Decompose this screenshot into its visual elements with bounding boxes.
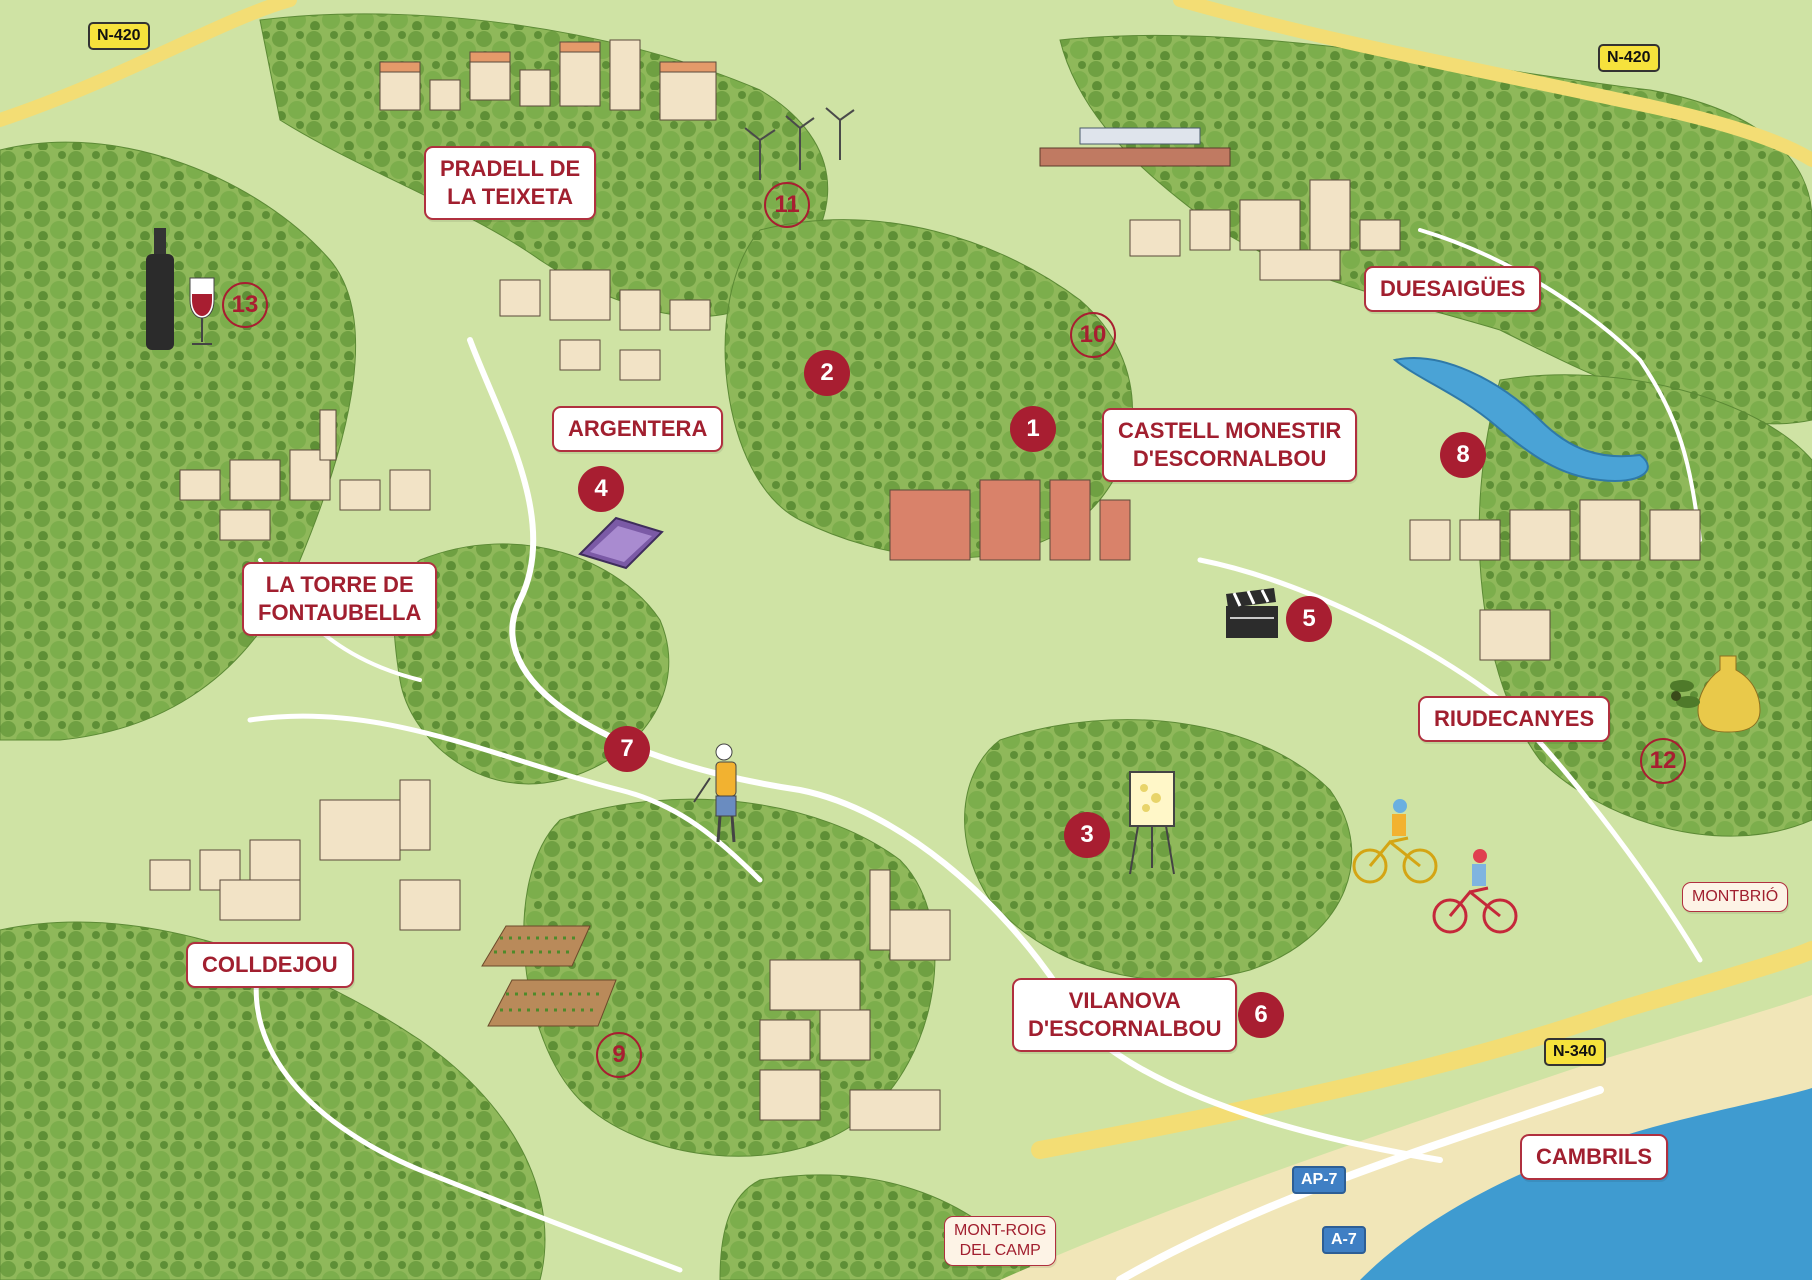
- poi-marker-8[interactable]: 8: [1440, 432, 1486, 478]
- town-label-montbrio[interactable]: MONTBRIÓ: [1682, 882, 1789, 912]
- town-label-montroig[interactable]: MONT-ROIG DEL CAMP: [944, 1216, 1057, 1266]
- poi-marker-3[interactable]: 3: [1064, 812, 1110, 858]
- poi-marker-11[interactable]: 11: [764, 182, 810, 228]
- reservoir: [1392, 357, 1649, 482]
- hiker-icon: [693, 743, 737, 843]
- poi-marker-12[interactable]: 12: [1640, 738, 1686, 784]
- town-label-vilanova-line2: D'ESCORNALBOU: [1028, 1016, 1222, 1041]
- town-label-pradell[interactable]: PRADELL DE LA TEIXETA: [424, 146, 597, 220]
- town-label-vilanova-line1: VILANOVA: [1068, 988, 1181, 1013]
- olive-oil-icon: [1670, 655, 1761, 733]
- town-label-montroig-line1: MONT-ROIG: [954, 1222, 1047, 1239]
- road-a7-label: A-7: [1322, 1226, 1366, 1254]
- town-label-pradell-line2: LA TEIXETA: [447, 184, 574, 209]
- poi-marker-10[interactable]: 10: [1070, 312, 1116, 358]
- town-label-pradell-line1: PRADELL DE: [440, 156, 581, 181]
- town-label-torre-line2: FONTAUBELLA: [258, 600, 422, 625]
- poi-marker-2[interactable]: 2: [804, 350, 850, 396]
- road-ap7-label: AP-7: [1292, 1166, 1347, 1194]
- town-label-castell-line1: CASTELL MONESTIR: [1118, 418, 1342, 443]
- town-label-castell[interactable]: CASTELL MONESTIR D'ESCORNALBOU: [1102, 408, 1358, 482]
- road-n340-label: N-340: [1544, 1038, 1606, 1066]
- clapperboard-icon: [1226, 588, 1278, 638]
- poi-marker-9[interactable]: 9: [596, 1032, 642, 1078]
- town-buildings: [149, 39, 1701, 1131]
- book-icon: [578, 516, 664, 570]
- poi-marker-7[interactable]: 7: [604, 726, 650, 772]
- vegetable-garden-icon: [481, 925, 617, 1027]
- town-label-torre[interactable]: LA TORRE DE FONTAUBELLA: [242, 562, 438, 636]
- poi-marker-13[interactable]: 13: [222, 282, 268, 328]
- wine-icon: [146, 228, 215, 350]
- town-label-vilanova[interactable]: VILANOVA D'ESCORNALBOU: [1012, 978, 1238, 1052]
- poi-marker-1[interactable]: 1: [1010, 406, 1056, 452]
- town-label-duesaigues[interactable]: DUESAIGÜES: [1364, 266, 1542, 312]
- town-label-riudecanyes[interactable]: RIUDECANYES: [1418, 696, 1611, 742]
- road-n420-west-label: N-420: [88, 22, 150, 50]
- road-n420-east-label: N-420: [1598, 44, 1660, 72]
- town-label-argentera[interactable]: ARGENTERA: [552, 406, 724, 452]
- cyclist-icon: [1352, 799, 1518, 934]
- viaduct-illustration: [1039, 127, 1231, 167]
- wind-turbines: [744, 107, 855, 180]
- town-label-colldejou[interactable]: COLLDEJOU: [186, 942, 354, 988]
- town-label-cambrils[interactable]: CAMBRILS: [1520, 1134, 1669, 1180]
- sea: [1360, 1088, 1812, 1280]
- poi-marker-6[interactable]: 6: [1238, 992, 1284, 1038]
- poi-marker-4[interactable]: 4: [578, 466, 624, 512]
- town-label-montroig-line2: DEL CAMP: [959, 1242, 1041, 1259]
- easel-icon: [1129, 771, 1175, 875]
- poi-marker-5[interactable]: 5: [1286, 596, 1332, 642]
- town-label-castell-line2: D'ESCORNALBOU: [1132, 446, 1327, 471]
- town-label-torre-line1: LA TORRE DE: [265, 572, 414, 597]
